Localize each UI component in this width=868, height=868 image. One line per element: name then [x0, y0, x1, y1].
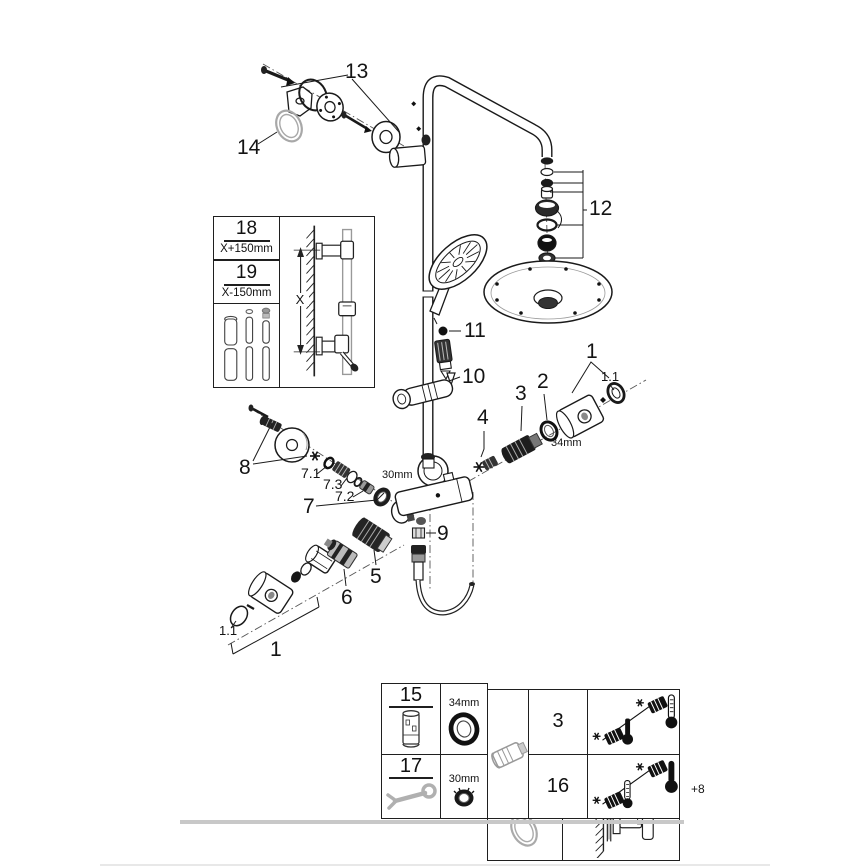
rain-shower-head	[483, 260, 613, 324]
rail-tubes-icon	[223, 307, 270, 382]
part-label-13: 13	[345, 60, 369, 83]
tool-size-30mm: 30mm	[448, 773, 480, 785]
gap-offset-label: +8	[691, 782, 705, 796]
head-joint-stack-12	[534, 167, 587, 264]
hand-shower-parts-11	[433, 317, 461, 381]
part-label-7-2: 7.2	[335, 488, 355, 504]
hand-shower	[428, 234, 488, 316]
part-label-1-right: 1	[586, 340, 598, 363]
divider	[214, 302, 279, 305]
calibration-panel: 3	[487, 689, 680, 819]
part-label-6: 6	[341, 586, 353, 609]
part-label-11: 11	[464, 319, 486, 342]
shower-pipe	[421, 75, 554, 456]
calibration-icon-16	[592, 760, 678, 809]
dim-x-label: X	[291, 293, 309, 306]
rail-mounting-diagram	[293, 225, 359, 377]
part-label-3: 3	[515, 382, 527, 405]
panel-dim-18: X+150mm	[220, 243, 273, 255]
part-label-7: 7	[303, 495, 315, 518]
check-valve-3	[501, 405, 543, 464]
part-label-5: 5	[370, 565, 382, 588]
tools-panel: 15 34mm 17	[381, 683, 488, 819]
page-shadow-bar	[180, 820, 684, 824]
part-label-12: 12	[589, 197, 613, 220]
calib-row-16-number: 16	[529, 754, 588, 818]
glide-holder-10	[392, 372, 461, 410]
size-label-34mm: 34mm	[551, 437, 582, 449]
wall-mount-group-13	[261, 66, 431, 168]
panel-dim-19: X-150mm	[221, 286, 272, 299]
union-sleeve-1	[555, 361, 626, 439]
rail-length-panel: 18 X+150mm 19 X-150mm	[213, 216, 375, 388]
part-label-7-3: 7.3	[323, 476, 343, 492]
part-label-1-bottom: 1	[270, 638, 282, 661]
ring-2	[539, 393, 559, 442]
part-label-14: 14	[237, 136, 261, 159]
part-label-7-1: 7.1	[301, 465, 321, 481]
seal-ring-14	[257, 109, 303, 145]
check-valve-icon	[491, 741, 528, 769]
calib-row-3-number: 3	[529, 690, 588, 754]
calibration-icon-3	[592, 694, 678, 745]
part-label-10: 10	[462, 365, 486, 388]
part-label-2: 2	[537, 370, 549, 393]
underline	[389, 706, 433, 708]
part-label-1-1-bottom: 1.1	[219, 623, 238, 638]
underline	[223, 240, 270, 242]
ring-nut-30-icon	[453, 787, 475, 807]
cartridge-tool-icon	[402, 710, 420, 748]
divider	[214, 259, 279, 261]
tool-size-34mm: 34mm	[448, 697, 480, 709]
part-label-4: 4	[477, 406, 489, 429]
panel-part-17: 17	[399, 755, 423, 777]
inlet-adapter-4	[473, 431, 498, 473]
handle-group-8-7	[248, 404, 391, 507]
part-label-1-1-right: 1.1	[601, 369, 620, 384]
ring-nut-34-icon	[448, 712, 480, 746]
union-group-bottom-1	[229, 544, 337, 655]
underline	[223, 283, 270, 286]
panel-part-18: 18	[235, 218, 258, 239]
size-label-30mm: 30mm	[382, 469, 413, 481]
panel-part-15: 15	[399, 684, 423, 706]
underline	[389, 777, 433, 779]
part-label-8: 8	[239, 456, 251, 479]
thermostat-valve	[390, 453, 475, 616]
panel-part-19: 19	[235, 261, 258, 283]
part-label-9: 9	[437, 522, 449, 545]
wrench-icon	[386, 783, 437, 810]
page-bottom-rule	[100, 864, 770, 866]
cartridge-group-5-6	[323, 517, 393, 587]
